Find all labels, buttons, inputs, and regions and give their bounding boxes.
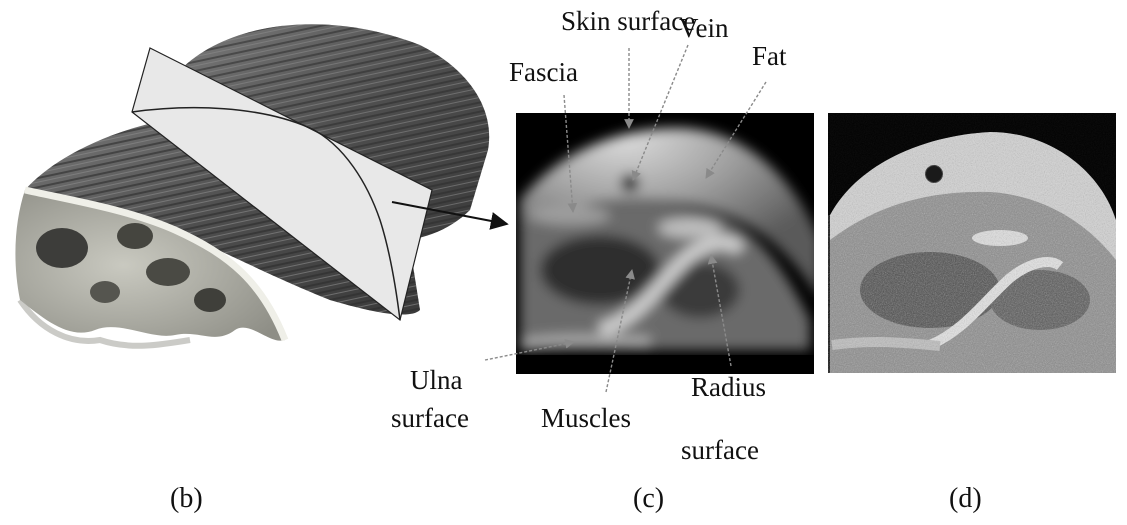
label-ulna-line2: surface [391, 403, 469, 433]
label-fascia: Fascia [509, 57, 578, 87]
volume-cavity [36, 228, 88, 268]
label-fat: Fat [752, 41, 787, 71]
volume-cavity [117, 223, 153, 249]
volume-cavity [194, 288, 226, 312]
caption-c: (c) [633, 483, 664, 514]
volume-cavity [146, 258, 190, 286]
volume-cavity [90, 281, 120, 303]
label-ulna-line1: Ulna [410, 365, 463, 395]
label-vein: Vein [679, 13, 729, 43]
label-radius-line2: surface [681, 435, 759, 465]
caption-b: (b) [170, 483, 203, 514]
label-skin-surface: Skin surface [561, 6, 695, 36]
caption-d: (d) [949, 483, 982, 514]
panel-c-image [516, 113, 820, 374]
captions: (b) (c) (d) [170, 483, 982, 514]
label-radius-line1: Radius [691, 372, 766, 402]
label-muscles: Muscles [541, 403, 631, 433]
panel-b-volume [15, 24, 507, 345]
panel-d-image [828, 113, 1116, 373]
